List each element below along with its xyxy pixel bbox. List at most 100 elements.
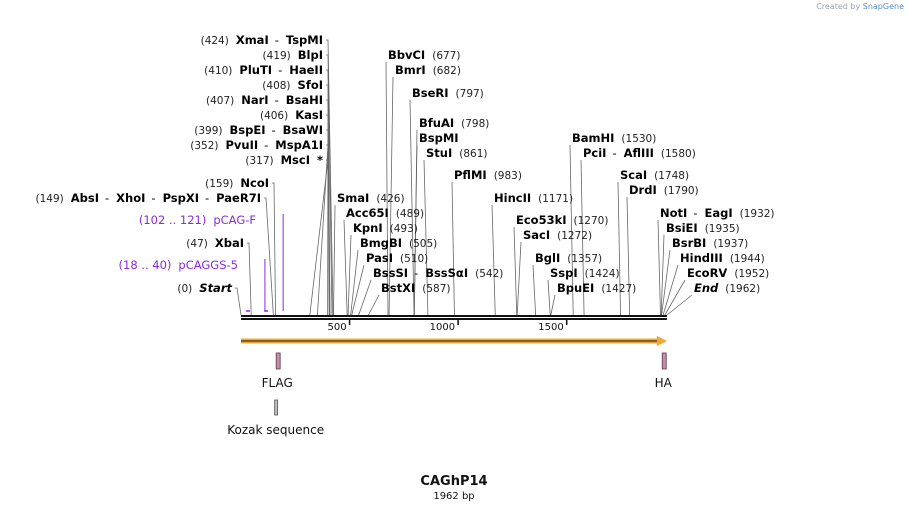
- site-leader: [326, 54, 333, 316]
- site-label: EcoRV(1952): [687, 266, 769, 280]
- site-label: SacI(1272): [523, 228, 592, 242]
- site-label: BsrBI(1937): [672, 236, 748, 250]
- ruler-tick-label: 500: [327, 322, 346, 333]
- site-leader: [409, 99, 415, 316]
- site-label: SmaI(426): [337, 191, 405, 205]
- site-leader: [351, 264, 365, 316]
- site-label: HincII(1171): [494, 191, 573, 205]
- site-label: (102 .. 121)pCAG-F: [139, 213, 256, 227]
- site-leader: [491, 204, 496, 316]
- sequence-backbone: 500 1000 1500: [241, 315, 667, 333]
- site-leader: [617, 181, 621, 316]
- site-leader: [664, 279, 686, 316]
- site-leader: [657, 219, 661, 316]
- kozak-feature-box: [274, 399, 279, 416]
- feature-label: FLAG: [262, 376, 293, 390]
- site-label: (419)BlpI: [263, 48, 323, 62]
- site-leader: [513, 226, 518, 316]
- site-label: BseRI(797): [412, 86, 484, 100]
- site-label: BsiEI(1935): [666, 221, 740, 235]
- site-leaders: [235, 39, 693, 316]
- site-label: BstXI(587): [381, 281, 451, 295]
- site-leader: [343, 219, 348, 316]
- site-label: (407)NarI-BsaHI: [206, 93, 323, 107]
- site-leader: [516, 241, 522, 316]
- site-label: NotI-EagI(1932): [660, 206, 775, 220]
- site-leader: [580, 159, 585, 316]
- site-leader: [547, 279, 551, 316]
- site-label: KpnI(493): [353, 221, 418, 235]
- site-label: Eco53kI(1270): [516, 213, 608, 227]
- site-leader: [264, 197, 274, 316]
- tag-feature-box: [275, 352, 281, 370]
- site-label: (149)AbsI-XhoI-PspXI-PaeR7I: [36, 191, 261, 205]
- site-label: (0)Start: [177, 281, 232, 295]
- site-labels: (424)XmaI-TspMI(419)BlpI(410)PluTI-HaeII…: [36, 33, 775, 295]
- site-leader: [413, 144, 418, 316]
- site-leader: [326, 114, 330, 316]
- site-leader: [309, 159, 329, 316]
- site-label: DrdI(1790): [629, 183, 699, 197]
- site-label: (159)NcoI: [205, 176, 269, 190]
- orf-arrow-head: [657, 336, 667, 346]
- site-leader: [317, 144, 329, 316]
- site-leader: [358, 279, 372, 316]
- site-leader: [451, 181, 455, 316]
- plasmid-length: 1962 bp: [433, 491, 474, 502]
- site-leader: [662, 264, 679, 316]
- site-label: (424)XmaI-TspMI: [201, 33, 323, 47]
- site-label: StuI(861): [426, 146, 487, 160]
- site-leader: [626, 196, 631, 316]
- site-label: BfuAI(798): [419, 116, 489, 130]
- site-label: (352)PvuII-MspA1I: [190, 138, 323, 152]
- site-label: BssSI-BssSαI(542): [373, 266, 503, 280]
- site-leader: [247, 242, 252, 316]
- site-leader: [388, 76, 394, 316]
- site-label: BmgBI(505): [360, 236, 437, 250]
- site-leader: [660, 234, 665, 316]
- ruler-tick-label: 1000: [430, 322, 455, 333]
- site-label: HindIII(1944): [680, 251, 765, 265]
- site-label: (399)BspEI-BsaWI: [194, 123, 323, 137]
- site-label: End(1962): [694, 281, 760, 295]
- site-label: PciI-AflIII(1580): [583, 146, 696, 160]
- site-leader: [532, 264, 537, 316]
- site-leader: [661, 249, 671, 316]
- site-leader: [423, 159, 429, 316]
- feature-label: Kozak sequence: [227, 423, 324, 437]
- site-label: Acc65I(489): [346, 206, 424, 220]
- snapgene-credit: Created by SnapGene: [816, 2, 904, 11]
- site-leader: [333, 204, 336, 316]
- site-leader: [385, 61, 389, 316]
- site-leader: [347, 234, 352, 316]
- feature-label: HA: [655, 376, 673, 390]
- site-label: SspI(1424): [550, 266, 620, 280]
- ruler-tick-label: 1500: [538, 322, 563, 333]
- site-label: BmrI(682): [395, 63, 461, 77]
- site-leader: [666, 294, 693, 316]
- snapgene-brand: SnapGene: [862, 2, 904, 11]
- site-label: BbvCI(677): [388, 48, 460, 62]
- site-label: (18 .. 40)pCAGGS-5: [119, 258, 238, 272]
- plasmid-name: CAGhP14: [420, 474, 487, 489]
- site-label: BamHI(1530): [572, 131, 656, 145]
- site-leader: [569, 144, 574, 316]
- site-leader: [350, 249, 359, 316]
- site-label: (408)SfoI: [262, 78, 323, 92]
- site-label: PflMI(983): [454, 168, 522, 182]
- site-leader: [272, 182, 276, 316]
- site-leader: [550, 294, 556, 316]
- site-label: (317)MscI*: [245, 153, 323, 167]
- site-leader: [326, 129, 329, 316]
- site-label: (406)KasI: [260, 108, 323, 122]
- site-label: PasI(510): [366, 251, 428, 265]
- site-leader: [368, 294, 380, 316]
- site-leader: [326, 39, 334, 316]
- site-label: BspMI: [419, 131, 459, 145]
- site-label: (47)XbaI: [186, 236, 244, 250]
- site-label: (410)PluTI-HaeII: [204, 63, 323, 77]
- features-track: FLAG HA Kozak sequence: [227, 336, 673, 437]
- site-leader: [235, 287, 242, 316]
- tag-feature-box: [661, 352, 667, 370]
